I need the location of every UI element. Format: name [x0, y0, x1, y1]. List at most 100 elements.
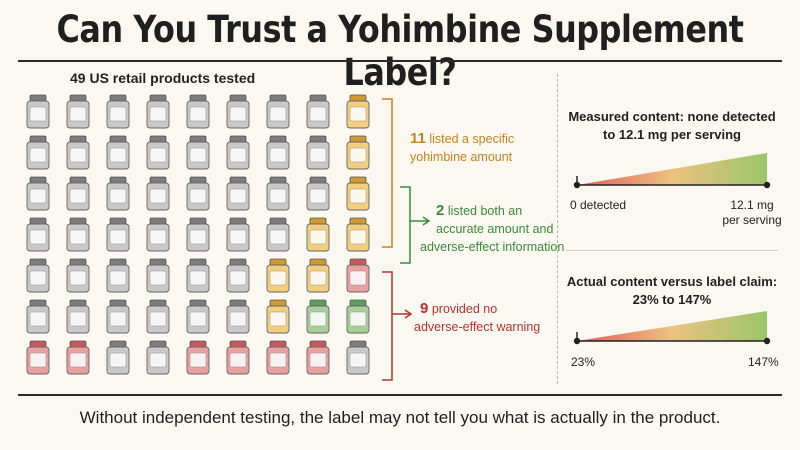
bottle-icon [346, 217, 370, 252]
bottle-icon [66, 299, 90, 334]
bottle-icon [146, 340, 170, 375]
accurate-both-line1: listed both an [447, 204, 523, 218]
bottle-icon [266, 135, 290, 170]
bottle-icon [146, 299, 170, 334]
bottle-icon [106, 217, 130, 252]
bottle-icon [26, 340, 50, 375]
no-warning-count: 9 [420, 300, 429, 317]
bracket-no-warning [382, 271, 393, 381]
listed-amount-line2: yohimbine amount [410, 150, 513, 164]
bottle-icon [266, 258, 290, 293]
bottle-icon [266, 299, 290, 334]
bottle-icon [106, 135, 130, 170]
bottle-icon [226, 217, 250, 252]
bottle-icon [226, 258, 250, 293]
measured-max-label: 12.1 mg per serving [716, 198, 788, 228]
bottle-icon [146, 258, 170, 293]
top-divider [18, 60, 782, 62]
accurate-both-line2: accurate amount and [436, 222, 554, 236]
bottle-icon [346, 176, 370, 211]
bottle-icon [306, 340, 330, 375]
measured-min-marker [573, 181, 581, 189]
bracket-accurate-both [400, 186, 411, 264]
bottle-icon [346, 135, 370, 170]
bottle-icon [226, 176, 250, 211]
bracket-listed-amount [382, 98, 393, 248]
bottom-divider [18, 394, 782, 396]
bottle-icon [226, 135, 250, 170]
bottle-icon [26, 176, 50, 211]
claim-title-line1: Actual content versus label claim: [566, 274, 778, 289]
bottle-icon [346, 299, 370, 334]
claim-min-label: 23% [571, 355, 596, 369]
bottle-icon [66, 94, 90, 129]
measured-title-line2: to 12.1 mg per serving [603, 127, 741, 142]
bottle-icon [66, 176, 90, 211]
annotation-accurate-both: 2 listed both an accurate amount and adv… [420, 202, 564, 256]
bottle-icon [146, 94, 170, 129]
bottle-icon [306, 176, 330, 211]
no-warning-line2: adverse-effect warning [414, 320, 541, 334]
bottle-icon [306, 217, 330, 252]
bottle-icon [226, 299, 250, 334]
bottle-icon [306, 258, 330, 293]
bottle-icon [266, 217, 290, 252]
claim-gauge [573, 311, 771, 345]
bottle-icon [346, 258, 370, 293]
measured-gauge [573, 153, 771, 189]
claim-wedge [577, 311, 767, 341]
bottle-icon [66, 217, 90, 252]
panel-separator [566, 250, 778, 251]
bottle-icon [106, 94, 130, 129]
accurate-both-line3: adverse-effect information [420, 240, 565, 254]
no-warning-line1: provided no [431, 302, 498, 316]
claim-max-marker [763, 337, 771, 345]
bottle-icon [26, 299, 50, 334]
bottle-icon [186, 299, 210, 334]
page-title: Can You Trust a Yohimbine Supplement Lab… [56, 8, 744, 94]
bottle-icon [66, 340, 90, 375]
measured-min-label: 0 detected [570, 198, 627, 212]
bottle-icon [306, 94, 330, 129]
listed-amount-line1: listed a specific [429, 132, 515, 146]
bottle-icon [186, 135, 210, 170]
bottle-icon [346, 340, 370, 375]
bottle-icon [146, 135, 170, 170]
footer-note: Without independent testing, the label m… [79, 408, 721, 427]
bottle-icon [226, 340, 250, 375]
grid-heading: 49 US retail products tested [70, 70, 256, 86]
measured-max-label-line2: per serving [722, 213, 782, 227]
bottle-icon [226, 94, 250, 129]
arrow-no-warning [392, 309, 413, 319]
measured-wedge [577, 153, 767, 185]
bottle-icon [186, 340, 210, 375]
bottle-icon [106, 176, 130, 211]
claim-max-label: 147% [748, 355, 779, 369]
bottle-icon [26, 258, 50, 293]
bottle-icon [26, 94, 50, 129]
annotation-listed-amount: 11 listed a specific yohimbine amount [410, 130, 514, 166]
bottle-icon [306, 135, 330, 170]
bottle-icon [106, 340, 130, 375]
bottle-icon [106, 258, 130, 293]
claim-title-line2: 23% to 147% [632, 292, 712, 307]
bottle-icon [186, 176, 210, 211]
bottle-icon [146, 176, 170, 211]
bottle-icon [146, 217, 170, 252]
bottle-icon [66, 135, 90, 170]
bottle-icon [186, 217, 210, 252]
bottle-icon [266, 176, 290, 211]
measured-max-label-line1: 12.1 mg [730, 198, 774, 212]
bottle-icon [346, 94, 370, 129]
bottle-icon [66, 258, 90, 293]
claim-min-marker [573, 337, 581, 345]
panel-divider [557, 74, 558, 384]
listed-amount-count: 11 [410, 130, 426, 147]
measured-max-marker [763, 181, 771, 189]
bottle-icon [186, 94, 210, 129]
bottle-icon [186, 258, 210, 293]
bottle-icon [266, 340, 290, 375]
bottle-icon [26, 135, 50, 170]
bottle-icon [266, 94, 290, 129]
